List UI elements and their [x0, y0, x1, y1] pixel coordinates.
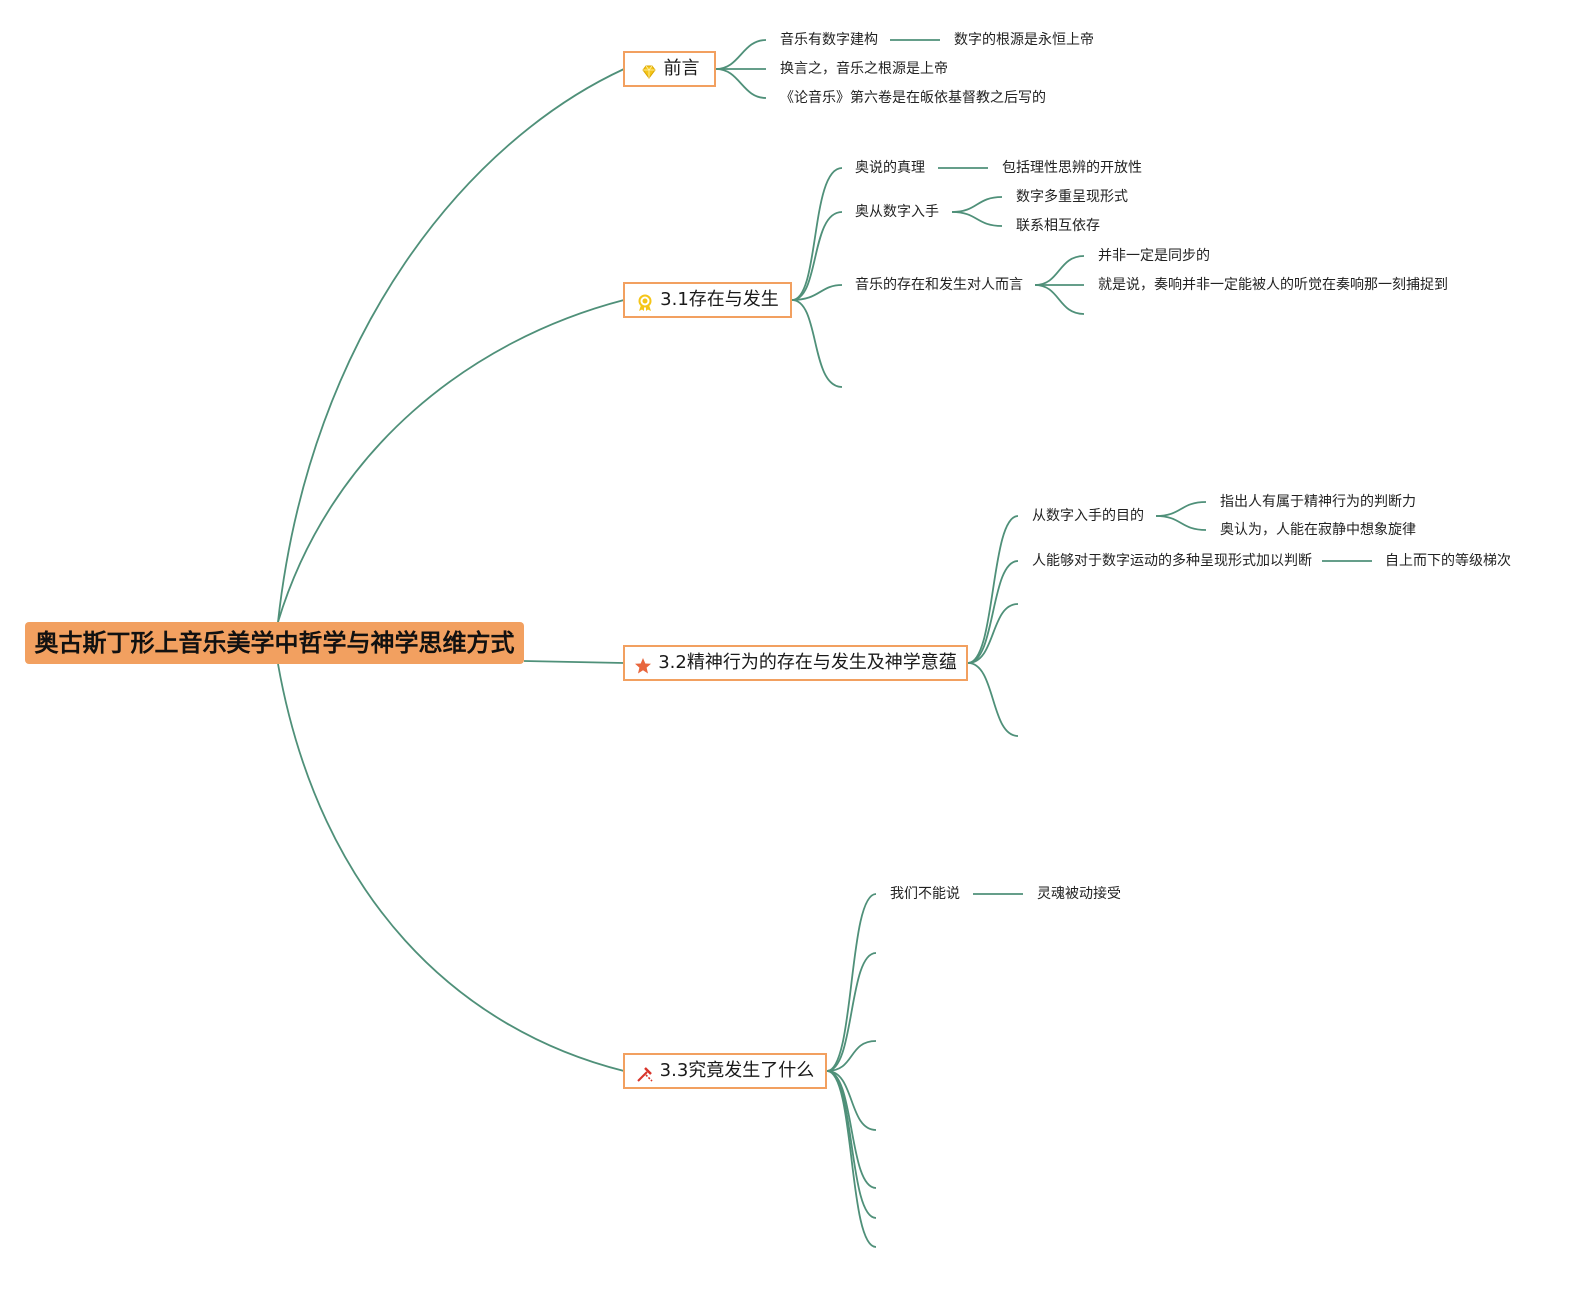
topic-node[interactable]: 奥说的真理: [855, 160, 925, 176]
branch-label: 3.3究竟发生了什么: [659, 1060, 815, 1081]
topic-node[interactable]: 音乐的存在和发生对人而言: [855, 277, 1023, 293]
topic-node[interactable]: 奥认为，人能在寂静中想象旋律: [1220, 522, 1416, 538]
diamond-icon: [640, 60, 658, 79]
topic-node[interactable]: 灵魂被动接受: [1037, 886, 1121, 902]
topic-node[interactable]: 包括理性思辨的开放性: [1002, 160, 1142, 176]
branch-topic-3-1[interactable]: 3.1存在与发生: [623, 282, 792, 318]
branch-label: 3.1存在与发生: [660, 289, 779, 310]
topic-node[interactable]: 并非一定是同步的: [1098, 248, 1210, 264]
topic-node[interactable]: 从数字入手的目的: [1032, 508, 1144, 524]
topic-node[interactable]: 数字多重呈现形式: [1016, 189, 1128, 205]
topic-node[interactable]: 换言之，音乐之根源是上帝: [780, 61, 948, 77]
branch-topic-3-2[interactable]: 3.2精神行为的存在与发生及神学意蕴: [623, 645, 968, 681]
topic-node[interactable]: 人能够对于数字运动的多种呈现形式加以判断: [1032, 553, 1312, 569]
branch-topic-preface[interactable]: 前言: [623, 51, 716, 87]
topic-node[interactable]: 音乐有数字建构: [780, 32, 878, 48]
topic-node[interactable]: 自上而下的等级梯次: [1385, 553, 1511, 569]
branch-label: 3.2精神行为的存在与发生及神学意蕴: [658, 652, 957, 673]
topic-node[interactable]: 联系相互依存: [1016, 218, 1100, 234]
topic-node[interactable]: 我们不能说: [890, 886, 960, 902]
topic-node[interactable]: 数字的根源是永恒上帝: [954, 32, 1094, 48]
topic-node[interactable]: 奥从数字入手: [855, 204, 939, 220]
star-icon: [634, 654, 652, 674]
branch-label: 前言: [663, 58, 700, 79]
branch-topic-3-3[interactable]: 3.3究竟发生了什么: [623, 1053, 827, 1089]
root-topic[interactable]: 奥古斯丁形上音乐美学中哲学与神学思维方式: [25, 622, 524, 664]
topic-node[interactable]: 《论音乐》第六卷是在皈依基督教之后写的: [780, 90, 1046, 106]
topic-node[interactable]: 就是说，奏响并非一定能被人的听觉在奏响那一刻捕捉到: [1098, 277, 1448, 293]
tools-icon: [636, 1062, 654, 1082]
topic-node[interactable]: 指出人有属于精神行为的判断力: [1220, 494, 1416, 510]
award-ribbon-icon: [636, 291, 654, 311]
